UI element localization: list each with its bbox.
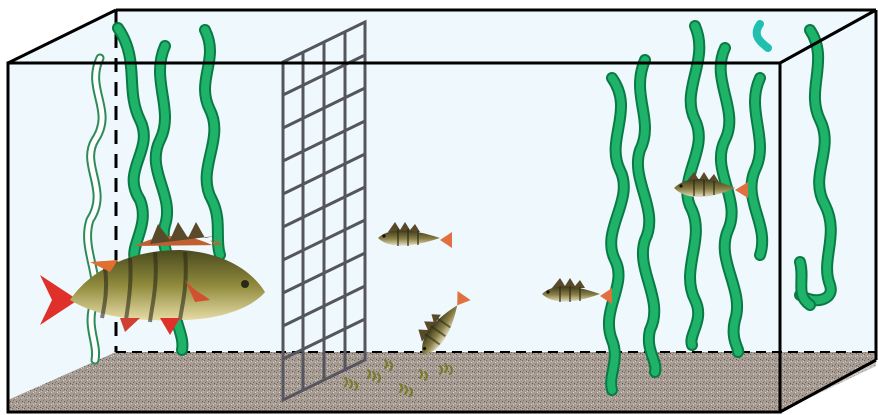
- gravel-bottom-edge-icon: [8, 356, 876, 412]
